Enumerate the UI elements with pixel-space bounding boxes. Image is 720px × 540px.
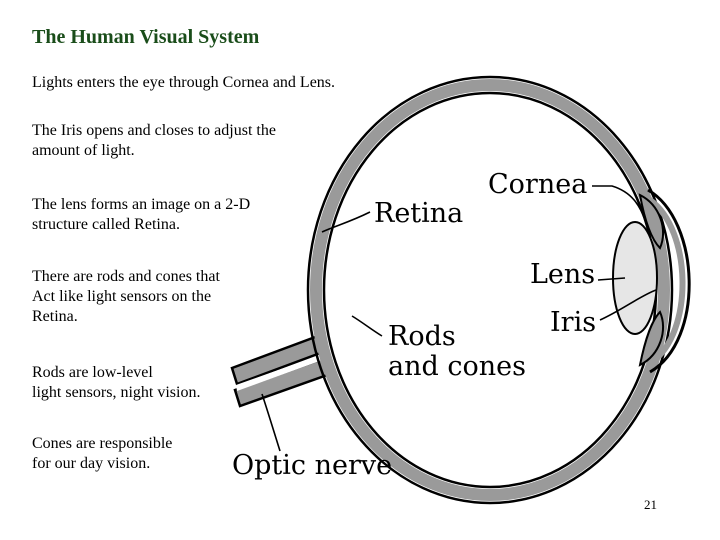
label-iris: Iris bbox=[550, 307, 597, 338]
label-rods-and-cones: Rods and cones bbox=[388, 321, 526, 382]
cornea-shape bbox=[647, 188, 691, 374]
leader-lines bbox=[261, 185, 657, 452]
text-rods-cones: There are rods and cones that Act like l… bbox=[32, 268, 220, 325]
text-lens: The lens forms an image on a 2-D structu… bbox=[32, 196, 251, 233]
eyeball-wall bbox=[306, 75, 674, 505]
text-iris: The Iris opens and closes to adjust the … bbox=[32, 122, 276, 159]
label-optic-nerve: Optic nerve bbox=[232, 450, 393, 481]
iris-shape bbox=[638, 193, 665, 367]
page-number: 21 bbox=[644, 497, 657, 512]
text-cones: Cones are responsible for our day vision… bbox=[32, 435, 173, 472]
text-rods: Rods are low-level light sensors, night … bbox=[32, 364, 201, 401]
label-retina: Retina bbox=[374, 198, 464, 229]
optic-nerve-shape bbox=[230, 334, 332, 408]
text-light-enters: Lights enters the eye through Cornea and… bbox=[32, 74, 336, 91]
label-lens: Lens bbox=[530, 259, 596, 290]
label-cornea: Cornea bbox=[488, 169, 588, 200]
slide-title: The Human Visual System bbox=[32, 26, 260, 48]
lens-shape bbox=[612, 221, 658, 335]
